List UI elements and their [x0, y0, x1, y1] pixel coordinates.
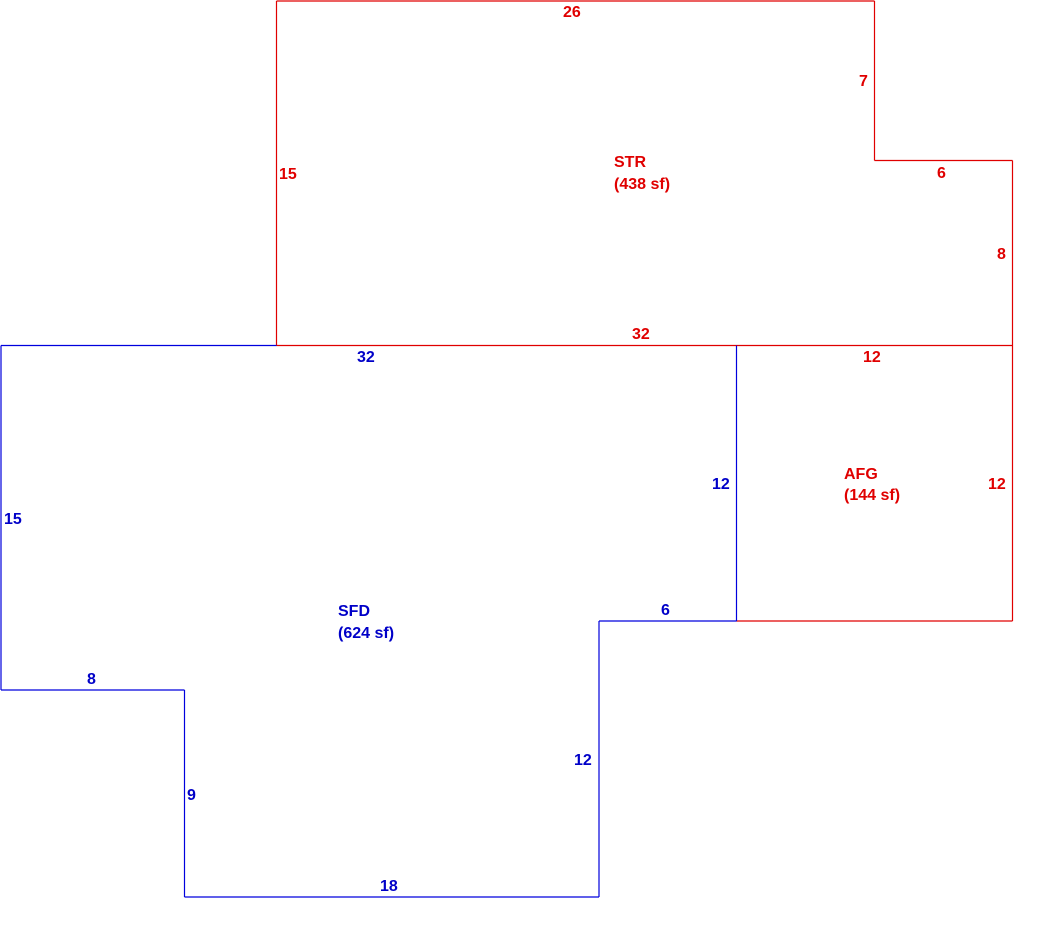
str-dimension-step: 6	[937, 165, 946, 182]
str-dimension-left: 15	[279, 166, 297, 183]
str-area: 26 7 6 8 32 15 STR (438 sf)	[275, 0, 1014, 347]
sfd-dimension-right: 12	[712, 476, 730, 493]
sfd-code-label: SFD	[338, 603, 370, 620]
sfd-dimension-right-lower: 12	[574, 752, 592, 769]
afg-dimension-right: 12	[988, 476, 1006, 493]
str-dimension-right-upper: 7	[859, 73, 868, 90]
str-area-label: (438 sf)	[614, 176, 670, 193]
str-code-label: STR	[614, 154, 646, 171]
sfd-area-label: (624 sf)	[338, 625, 394, 642]
sfd-dimension-left: 15	[4, 511, 22, 528]
sfd-dimension-bottom: 18	[380, 878, 398, 895]
sfd-dimension-left-lower: 9	[187, 787, 196, 804]
afg-area-label: (144 sf)	[844, 487, 900, 504]
afg-dimension-top: 12	[863, 349, 881, 366]
sfd-dimension-step-left: 8	[87, 671, 96, 688]
sfd-dimension-top: 32	[357, 349, 375, 366]
str-dimension-bottom: 32	[632, 326, 650, 343]
sfd-dimension-step-right: 6	[661, 602, 670, 619]
sfd-area: 32 12 6 12 18 9 8 15 SFD (624 sf)	[0, 344, 738, 898]
str-dimension-top: 26	[563, 4, 581, 21]
afg-code-label: AFG	[844, 466, 878, 483]
str-dimension-right-lower: 8	[997, 246, 1006, 263]
afg-area: 12 12 AFG (144 sf)	[736, 345, 1014, 622]
